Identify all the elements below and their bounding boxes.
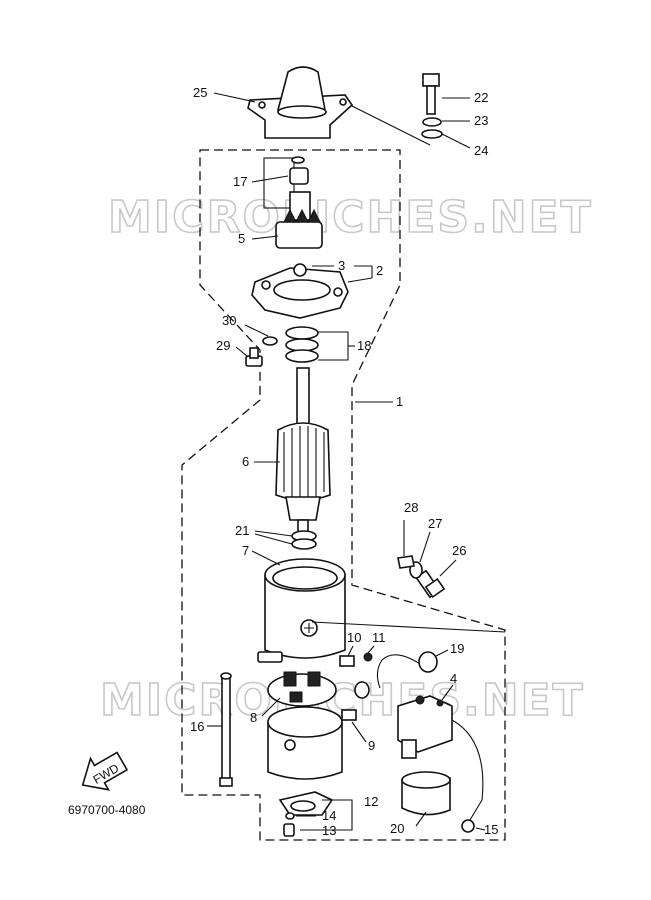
callout-27: 27 (428, 516, 442, 531)
callout-2: 2 (376, 263, 383, 278)
part-23-washer (422, 117, 442, 127)
callout-3: 3 (338, 258, 345, 273)
part-15-screw (461, 819, 475, 833)
callout-21: 21 (235, 523, 249, 538)
callout-14: 14 (322, 808, 336, 823)
part-17-collar (289, 167, 309, 185)
callout-13: 13 (322, 823, 336, 838)
part-13-screw (283, 823, 295, 837)
callout-8: 8 (250, 710, 257, 725)
part-26-screw (415, 569, 446, 599)
watermark-top: MICROFICHES.NET (108, 192, 593, 243)
callout-7: 7 (242, 543, 249, 558)
callout-numbers: 25 22 23 24 17 5 3 2 30 29 18 1 6 28 27 … (190, 85, 498, 838)
part-6-armature (275, 367, 331, 533)
part-8-brush-holder (267, 671, 337, 707)
callout-28: 28 (404, 500, 418, 515)
callout-16: 16 (190, 719, 204, 734)
callout-4: 4 (450, 671, 457, 686)
callout-6: 6 (242, 454, 249, 469)
part-20-bracket (401, 771, 451, 816)
callout-19: 19 (450, 641, 464, 656)
part-4-solenoid (397, 695, 484, 821)
callout-25: 25 (193, 85, 207, 100)
callout-24: 24 (474, 143, 488, 158)
part-22-bolt (422, 73, 440, 115)
part-12-bracket (278, 791, 334, 816)
part-30-washer (262, 336, 278, 346)
part-2-front-bracket (251, 263, 349, 319)
part-7-yoke (257, 558, 346, 663)
callout-22: 22 (474, 90, 488, 105)
callout-15: 15 (484, 822, 498, 837)
callout-10: 10 (347, 630, 361, 645)
callout-9: 9 (368, 738, 375, 753)
callout-23: 23 (474, 113, 488, 128)
part-5-pinion (275, 191, 323, 249)
part-10-brush (339, 655, 355, 667)
part-29-screw (245, 347, 263, 367)
part-11-nut (363, 652, 373, 662)
callout-29: 29 (216, 338, 230, 353)
part-19-cap (354, 651, 438, 699)
callout-30: 30 (222, 313, 236, 328)
callout-11: 11 (372, 630, 386, 645)
diagram-code: 6970700-4080 (68, 803, 146, 817)
part-18-washers (285, 326, 319, 363)
rear-cover (267, 706, 343, 780)
callout-18: 18 (357, 338, 371, 353)
part-24-washer (421, 129, 443, 139)
part-14-washer (285, 812, 295, 820)
fwd-arrow-icon: FWD (81, 751, 129, 791)
callout-5: 5 (238, 231, 245, 246)
callout-1: 1 (396, 394, 403, 409)
part-9-brush (341, 709, 357, 721)
part-28-clip (397, 555, 415, 569)
callout-26: 26 (452, 543, 466, 558)
part-16-through-bolt (219, 672, 233, 787)
leader-lines (207, 92, 506, 831)
callout-17: 17 (233, 174, 247, 189)
callout-20: 20 (390, 821, 404, 836)
part-25-top-cover (247, 66, 354, 139)
callout-12: 12 (364, 794, 378, 809)
